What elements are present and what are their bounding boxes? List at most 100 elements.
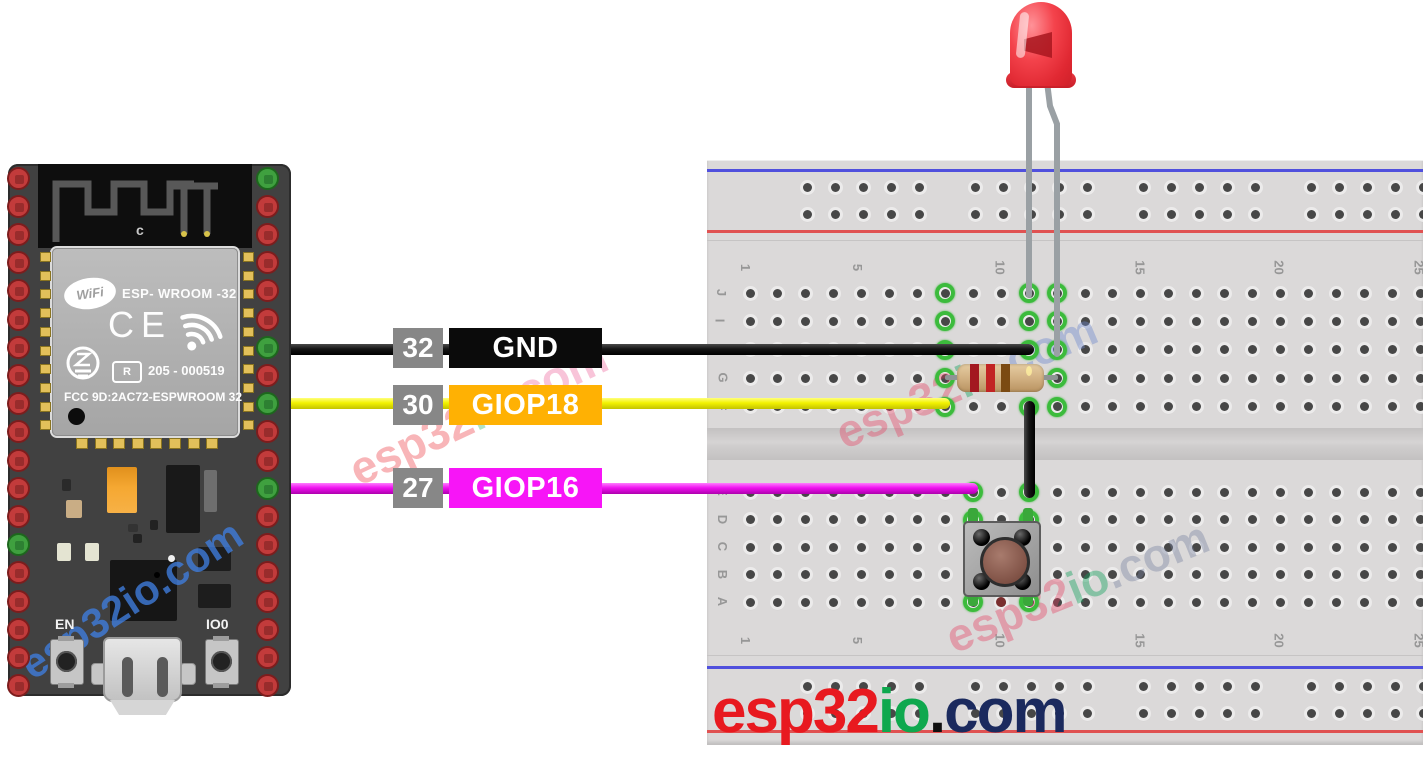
row-letter: A	[715, 596, 731, 607]
io0-button[interactable]	[205, 636, 239, 688]
solder-pad	[243, 364, 254, 375]
breadboard-hole	[801, 542, 811, 552]
esp32-pin[interactable]	[6, 476, 30, 500]
esp32-pin[interactable]	[256, 561, 279, 585]
esp32-pin[interactable]	[6, 335, 30, 359]
chip-dot	[154, 572, 160, 578]
esp32-pin-connected[interactable]	[256, 392, 279, 416]
rail-hole	[858, 708, 868, 718]
esp32-pin-connected[interactable]	[6, 533, 30, 557]
esp32-pin[interactable]	[6, 251, 30, 275]
r-mark-box: R	[112, 361, 142, 383]
wire-giop18[interactable]	[263, 398, 950, 409]
pin-number-badge-27[interactable]: 27	[393, 468, 443, 508]
esp32-pin[interactable]	[256, 194, 279, 218]
pin-core	[264, 456, 273, 466]
breadboard-hole	[913, 597, 923, 607]
rail-hole	[1194, 209, 1204, 219]
esp32-pin[interactable]	[256, 645, 279, 669]
pin-label-badge-giop18[interactable]: GIOP18	[449, 385, 602, 425]
breadboard-hole	[913, 515, 923, 524]
row-letter: B	[715, 569, 731, 579]
esp32-pin[interactable]	[6, 589, 30, 613]
pin-label-badge-giop16[interactable]: GIOP16	[449, 468, 602, 508]
esp32-pin[interactable]	[256, 420, 279, 444]
breadboard-hole	[801, 288, 811, 298]
breadboard-hole	[1387, 345, 1397, 355]
solder-pad	[243, 308, 254, 319]
esp32-pin[interactable]	[6, 307, 30, 331]
esp32-pin[interactable]	[256, 279, 279, 303]
esp32-pin-connected[interactable]	[256, 335, 279, 359]
pin-label-badge-gnd[interactable]: GND	[449, 328, 602, 368]
breadboard-hole	[1303, 597, 1313, 607]
esp32-pin[interactable]	[6, 617, 30, 641]
esp32-chip	[110, 560, 177, 621]
breadboard-hole	[996, 515, 1006, 524]
breadboard-hole	[829, 597, 839, 607]
esp32-pin[interactable]	[256, 251, 279, 275]
wire-jumper-black[interactable]	[1024, 401, 1035, 498]
solder-pad	[131, 438, 144, 449]
wire-gnd[interactable]	[263, 344, 1034, 355]
rail-hole	[914, 182, 924, 192]
esp32-pin[interactable]	[256, 589, 279, 613]
esp32-pin[interactable]	[256, 448, 279, 472]
esp32-pin[interactable]	[6, 194, 30, 218]
esp32-pin[interactable]	[6, 363, 30, 387]
rail-hole	[1054, 708, 1064, 718]
pin-number-badge-30[interactable]: 30	[393, 385, 443, 425]
esp32-pin[interactable]	[6, 645, 30, 669]
esp32-pin[interactable]	[256, 222, 279, 246]
esp32-pin-connected[interactable]	[256, 476, 279, 500]
solder-pad	[40, 382, 51, 393]
en-button[interactable]	[50, 636, 84, 688]
fcc-id: FCC 9D:2AC72-ESPWROOM 32	[64, 390, 243, 404]
esp32-pin[interactable]	[256, 504, 279, 528]
breadboard-hole	[1052, 597, 1062, 607]
breadboard-hole	[745, 288, 755, 298]
breadboard[interactable]: JIHGFEDCBA11551010151520202525	[707, 160, 1423, 745]
wire-giop16[interactable]	[263, 483, 978, 494]
breadboard-hole	[1359, 288, 1369, 298]
esp32-pin-connected[interactable]	[256, 166, 279, 190]
esp32-pin[interactable]	[6, 448, 30, 472]
resistor-band	[1001, 364, 1010, 392]
column-number: 25	[1411, 633, 1423, 648]
esp32-pin[interactable]	[256, 617, 279, 641]
esp32-pin[interactable]	[256, 307, 279, 331]
breadboard-hole	[1220, 316, 1230, 326]
esp32-pin[interactable]	[6, 222, 30, 246]
breadboard-hole	[1108, 542, 1118, 552]
esp32-pin[interactable]	[256, 533, 279, 557]
solder-pad	[243, 252, 254, 262]
rail-hole	[802, 708, 812, 718]
pin-number-badge-32[interactable]: 32	[393, 328, 443, 368]
esp32-pin[interactable]	[6, 561, 30, 585]
esp32-pin[interactable]	[6, 392, 30, 416]
esp32-pin[interactable]	[6, 420, 30, 444]
cert-circle-mark	[66, 346, 100, 380]
center-channel	[707, 428, 1423, 460]
breadboard-hole	[885, 316, 895, 326]
esp32-pin[interactable]	[256, 363, 279, 387]
breadboard-hole	[1303, 402, 1313, 412]
esp32-pin[interactable]	[256, 674, 279, 698]
pin-core	[264, 174, 273, 184]
micro-usb-port[interactable]	[103, 637, 182, 702]
breadboard-hole	[1331, 288, 1341, 298]
esp32-pin[interactable]	[6, 166, 30, 190]
pin-core	[14, 400, 24, 410]
esp32-pin[interactable]	[6, 674, 30, 698]
esp32-pin[interactable]	[6, 504, 30, 528]
breadboard-hole	[1248, 570, 1258, 579]
button-cap[interactable]	[980, 537, 1030, 587]
solder-pad	[40, 252, 51, 262]
rail-hole	[1082, 182, 1092, 192]
breadboard-hole	[996, 487, 1006, 497]
breadboard-hole	[968, 316, 978, 326]
esp32-devkit-board[interactable]: c WiFi ESP- WROOM -32 CE R 205 -	[6, 164, 291, 715]
pin-core	[264, 682, 273, 692]
esp32-pin[interactable]	[6, 279, 30, 303]
breadboard-hole	[1359, 402, 1369, 412]
